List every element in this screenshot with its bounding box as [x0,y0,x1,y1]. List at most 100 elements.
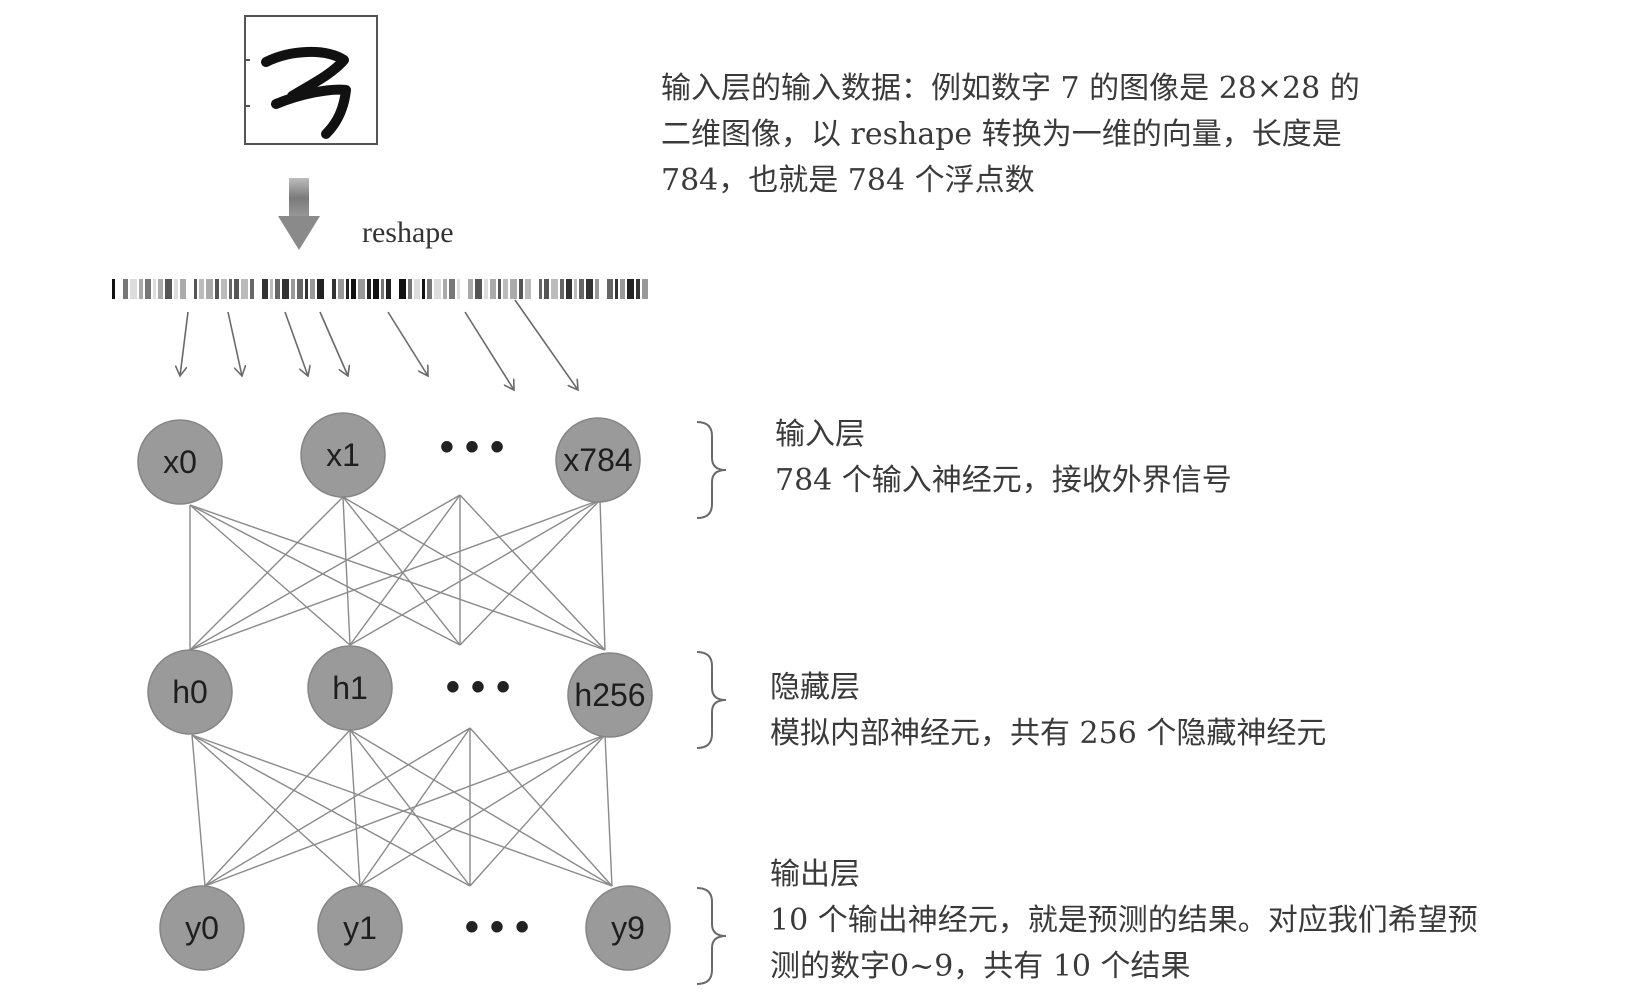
vector-strip-cell [490,279,496,299]
connection-line [189,496,344,651]
vector-strip-cell [194,279,197,299]
input-data-description-line: 输入层的输入数据：例如数字 7 的图像是 28×28 的 [661,71,1360,106]
connection-line [469,734,606,887]
reshape-down-arrow [278,178,320,250]
node-y9 [585,885,671,971]
vector-strip-cell [199,279,204,299]
node-y0 [159,885,245,971]
connection-line [189,494,461,651]
input-layer-description: 784 个输入神经元，接收外界信号 [775,463,1232,498]
vector-strip-cell [346,279,349,299]
vector-strip-cell [250,279,254,299]
connection-line [189,504,351,646]
output-layer-brace [696,887,727,985]
output-layer-description-line: 10 个输出神经元，就是预测的结果。对应我们希望预 [770,903,1478,938]
vector-strip-cell [560,279,564,299]
vector-strip-cell [427,279,432,299]
vector-strip-cell [607,279,613,299]
connection-line [349,729,613,887]
vector-strip-cell [408,279,412,299]
vector-strip-cell [275,279,280,299]
node-x1-label: x1 [326,437,360,473]
vector-strip-cell [310,279,315,299]
vector-strip-cell [636,279,640,299]
node-x0-label: x0 [163,444,197,480]
vector-strip-cell [351,279,356,299]
vector-strip-cell [234,279,239,299]
vector-strip-cell [282,279,289,299]
input-data-description-line: 二维图像，以 reshape 转换为一维的向量，长度是 [661,117,1342,152]
vector-strip-cell [434,279,441,299]
vector-strip-cell [386,279,391,299]
node-h256-label: h256 [574,677,645,713]
vector-strip-cell [112,279,115,299]
vector-strip-cell [475,279,482,299]
vector-strip-cell [338,279,344,299]
vector-strip-cell [262,279,268,299]
vector-strip-cell [317,279,324,299]
connection-line [191,734,613,887]
vector-strip-cell [544,279,549,299]
vector-strip-cell [468,279,473,299]
output-layer-annotation: 输出层 10 个输出神经元，就是预测的结果。对应我们希望预 测的数字0~9，共有… [770,852,1478,990]
hidden-layer-title: 隐藏层 [770,670,860,705]
connection-line [599,499,606,651]
connection-line [349,499,601,646]
vector-strip-cell [627,279,634,299]
connection-line [459,499,601,646]
hidden-layer-annotation: 隐藏层 模拟内部神经元，共有 256 个隐藏神经元 [770,665,1326,757]
node-y1-label: y1 [343,910,377,946]
node-h1-label: h1 [332,670,368,706]
output-ellipsis: • • • [465,905,529,949]
vector-strip-cell [145,279,151,299]
connection-line [349,729,361,887]
vector-strip-cell [139,279,143,299]
vector-strip-cell [229,279,232,299]
flattened-vector-strip [112,279,648,299]
vector-strip-cell [615,279,618,299]
node-h256 [567,652,653,738]
hidden-ellipsis: • • • [446,665,510,709]
node-h0 [147,649,233,735]
node-x0 [137,419,223,505]
input-data-description-line: 784，也就是 784 个浮点数 [661,163,1035,198]
input-arrows [180,299,578,390]
vector-strip-cell [484,279,488,299]
node-h0-label: h0 [172,674,208,710]
vector-strip-cell [123,279,128,299]
connection-line [204,727,471,887]
node-x1 [300,412,386,498]
connection-line [349,494,461,646]
vector-strip-cell [174,279,178,299]
vector-strip-cell [158,279,163,299]
layer-braces [696,421,727,985]
node-y9-label: y9 [611,910,645,946]
vector-strip-cell [332,279,336,299]
connection-line [342,496,351,646]
connection-lines [189,494,613,887]
input-layer-title: 输入层 [775,417,865,452]
connection-line [189,504,461,646]
vector-strip-cell [498,279,501,299]
connection-line [189,504,606,651]
hidden-layer-nodes: h0 h1 • • • h256 [147,645,653,738]
vector-strip-cell [525,279,531,299]
vector-strip-cell [270,279,273,299]
connection-line [459,494,606,651]
vector-strip-cell [566,279,572,299]
hidden-layer-brace [696,651,727,749]
connection-line [189,499,601,651]
input-layer-nodes: x0 x1 • • • x784 [137,412,641,505]
reshape-label: reshape [362,216,454,249]
vector-strip-cell [579,279,584,299]
vector-strip-cell [574,279,577,299]
vector-strip-cell [153,279,156,299]
vector-strip-cell [539,279,542,299]
input-data-description: 输入层的输入数据：例如数字 7 的图像是 28×28 的 二维图像，以 resh… [661,66,1360,204]
input-ellipsis: • • • [440,425,504,469]
output-layer-nodes: y0 y1 • • • y9 [159,885,671,971]
vector-strip-cell [399,279,406,299]
vector-strip-cell [519,279,523,299]
input-layer-brace [696,421,727,519]
